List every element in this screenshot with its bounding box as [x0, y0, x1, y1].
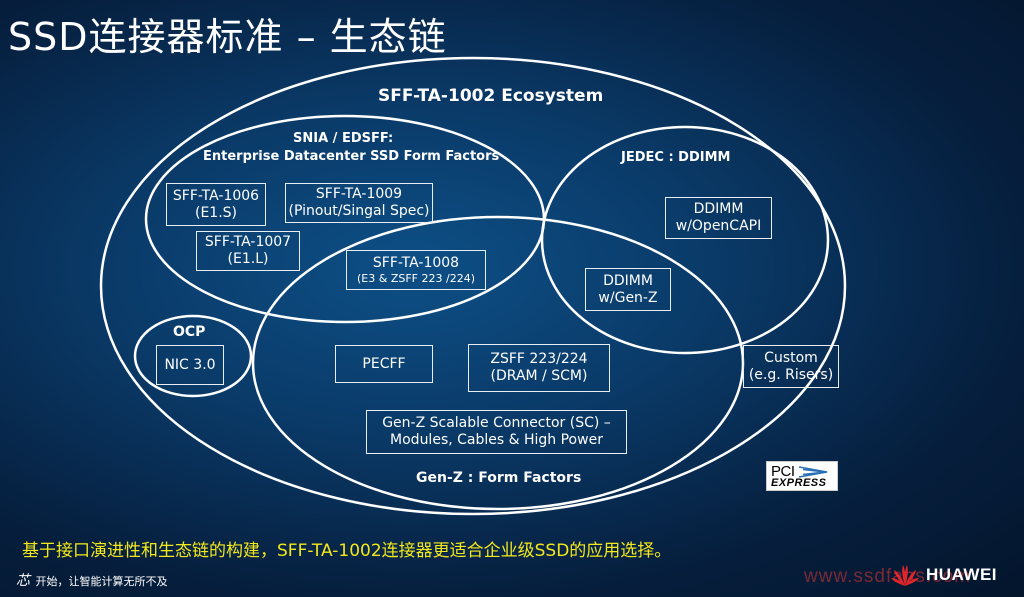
pecff-name: PECFF — [362, 355, 406, 372]
nic-3-0-box: NIC 3.0 — [156, 345, 224, 385]
ddimm-opencapi-box: DDIMM w/OpenCAPI — [665, 197, 772, 239]
sff-ta-1008-name: SFF-TA-1008 — [372, 254, 460, 271]
sff-ta-1007-sub: (E1.L) — [227, 251, 269, 267]
ddimm-opencapi-name: DDIMM — [693, 201, 744, 217]
jedec-title: JEDEC : DDIMM — [621, 150, 731, 165]
pci-arrow-icon — [798, 466, 828, 478]
sff-ta-1008-sub: (E3 & ZSFF 223 /224) — [357, 271, 475, 285]
snia-title-line2: Enterprise Datacenter SSD Form Factors — [203, 149, 500, 164]
genz-sc-box: Gen-Z Scalable Connector (SC) – Modules,… — [366, 410, 627, 454]
slogan: 芯 开始，让智能计算无所不及 — [16, 570, 168, 590]
slogan-mark: 芯 — [16, 573, 30, 589]
ddimm-genz-box: DDIMM w/Gen-Z — [585, 268, 671, 311]
pci-express-logo: PCI EXPRESS — [766, 461, 838, 491]
custom-sub: (e.g. Risers) — [748, 366, 834, 383]
snia-title-line1: SNIA / EDSFF: — [293, 131, 394, 146]
sff-ta-1007-name: SFF-TA-1007 — [204, 234, 292, 250]
slide-title: SSD连接器标准 – 生态链 — [8, 15, 447, 59]
pecff-box: PECFF — [335, 345, 433, 383]
huawei-flower-icon — [891, 565, 919, 586]
genz-sc-name: Gen-Z Scalable Connector (SC) – — [382, 415, 611, 431]
pci-logo-text: PCI — [771, 463, 795, 480]
ddimm-genz-sub: w/Gen-Z — [598, 289, 658, 306]
express-logo-text: EXPRESS — [771, 477, 827, 489]
ecosystem-ellipse — [99, 56, 847, 516]
ocp-ellipse — [133, 314, 253, 398]
zsff-box: ZSFF 223/224 (DRAM / SCM) — [468, 344, 610, 392]
watermark-text: www.ssdfans.com — [804, 566, 972, 587]
sff-ta-1008-box: SFF-TA-1008 (E3 & ZSFF 223 /224) — [346, 250, 486, 290]
huawei-logo: HUAWEI — [890, 562, 997, 588]
sff-ta-1009-name: SFF-TA-1009 — [315, 186, 403, 202]
genz-title: Gen-Z : Form Factors — [416, 470, 582, 486]
sff-ta-1007-box: SFF-TA-1007 (E1.L) — [196, 231, 300, 271]
zsff-name: ZSFF 223/224 — [490, 351, 588, 367]
zsff-sub: (DRAM / SCM) — [490, 368, 588, 384]
sff-ta-1009-box: SFF-TA-1009 (Pinout/Singal Spec) — [285, 183, 433, 223]
custom-name: Custom — [764, 349, 818, 366]
sff-ta-1006-box: SFF-TA-1006 (E1.S) — [166, 183, 266, 226]
slogan-text: 开始，让智能计算无所不及 — [35, 575, 168, 588]
conclusion-text: 基于接口演进性和生态链的构建，SFF-TA-1002连接器更适合企业级SSD的应… — [22, 541, 672, 561]
jedec-ellipse — [540, 125, 830, 355]
sff-ta-1009-sub: (Pinout/Singal Spec) — [288, 203, 430, 219]
ddimm-opencapi-sub: w/OpenCAPI — [675, 218, 762, 234]
sff-ta-1006-name: SFF-TA-1006 — [172, 187, 260, 204]
custom-box: Custom (e.g. Risers) — [743, 345, 839, 388]
ddimm-genz-name: DDIMM — [603, 272, 653, 289]
ocp-title: OCP — [173, 324, 206, 340]
genz-sc-sub: Modules, Cables & High Power — [390, 432, 603, 448]
nic-3-0-name: NIC 3.0 — [164, 356, 216, 373]
ecosystem-title: SFF-TA-1002 Ecosystem — [378, 86, 604, 106]
huawei-brand-text: HUAWEI — [926, 565, 997, 584]
sff-ta-1006-sub: (E1.S) — [194, 204, 237, 221]
